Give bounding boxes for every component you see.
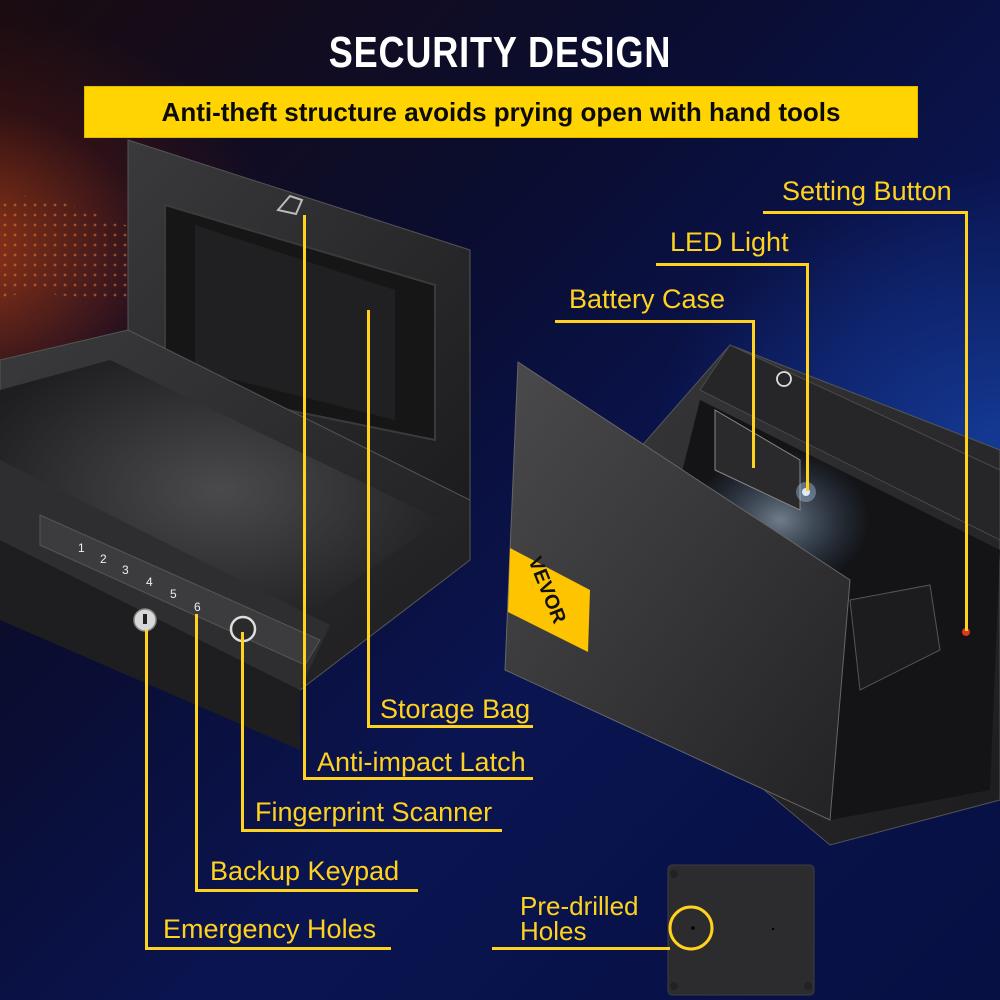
callout-line xyxy=(656,263,809,266)
callout-anti-impact-latch: Anti-impact Latch xyxy=(317,747,526,777)
callout-storage-bag: Storage Bag xyxy=(380,694,531,724)
callout-line xyxy=(303,777,533,780)
subtitle-banner: Anti-theft structure avoids prying open … xyxy=(84,86,918,138)
keypad-digit[interactable]: 6 xyxy=(194,600,201,614)
callout-line xyxy=(806,263,809,491)
callout-line xyxy=(145,630,148,950)
keypad-digit[interactable]: 5 xyxy=(170,587,177,601)
callout-battery-case: Battery Case xyxy=(569,284,726,314)
callout-line xyxy=(241,632,244,830)
callout-backup-keypad: Backup Keypad xyxy=(210,856,400,886)
callout-line xyxy=(303,215,306,780)
callout-line xyxy=(763,211,968,214)
callout-setting-button: Setting Button xyxy=(782,176,952,206)
callout-line xyxy=(965,211,968,631)
keypad-digit[interactable]: 1 xyxy=(78,541,85,555)
callout-line xyxy=(492,947,670,950)
page-title: SECURITY DESIGN xyxy=(328,28,672,77)
callout-emergency-holes: Emergency Holes xyxy=(163,914,377,944)
callout-line xyxy=(145,947,391,950)
keypad-digit[interactable]: 2 xyxy=(100,552,107,566)
callout-line xyxy=(241,829,502,832)
callout-line xyxy=(555,320,755,323)
keypad-digit[interactable]: 3 xyxy=(122,563,129,577)
callout-led-light: LED Light xyxy=(670,227,789,257)
callout-pre-drilled-line2: Holes xyxy=(520,916,587,946)
callout-line xyxy=(195,614,198,891)
callout-line xyxy=(752,320,755,468)
subtitle-text: Anti-theft structure avoids prying open … xyxy=(161,96,841,127)
callout-fingerprint-scanner: Fingerprint Scanner xyxy=(255,797,493,827)
keypad-digit[interactable]: 4 xyxy=(146,575,153,589)
callout-line xyxy=(367,310,370,728)
callout-line xyxy=(367,725,533,728)
callout-pre-drilled-line1: Pre-drilled xyxy=(520,891,639,921)
callout-line xyxy=(195,889,418,892)
